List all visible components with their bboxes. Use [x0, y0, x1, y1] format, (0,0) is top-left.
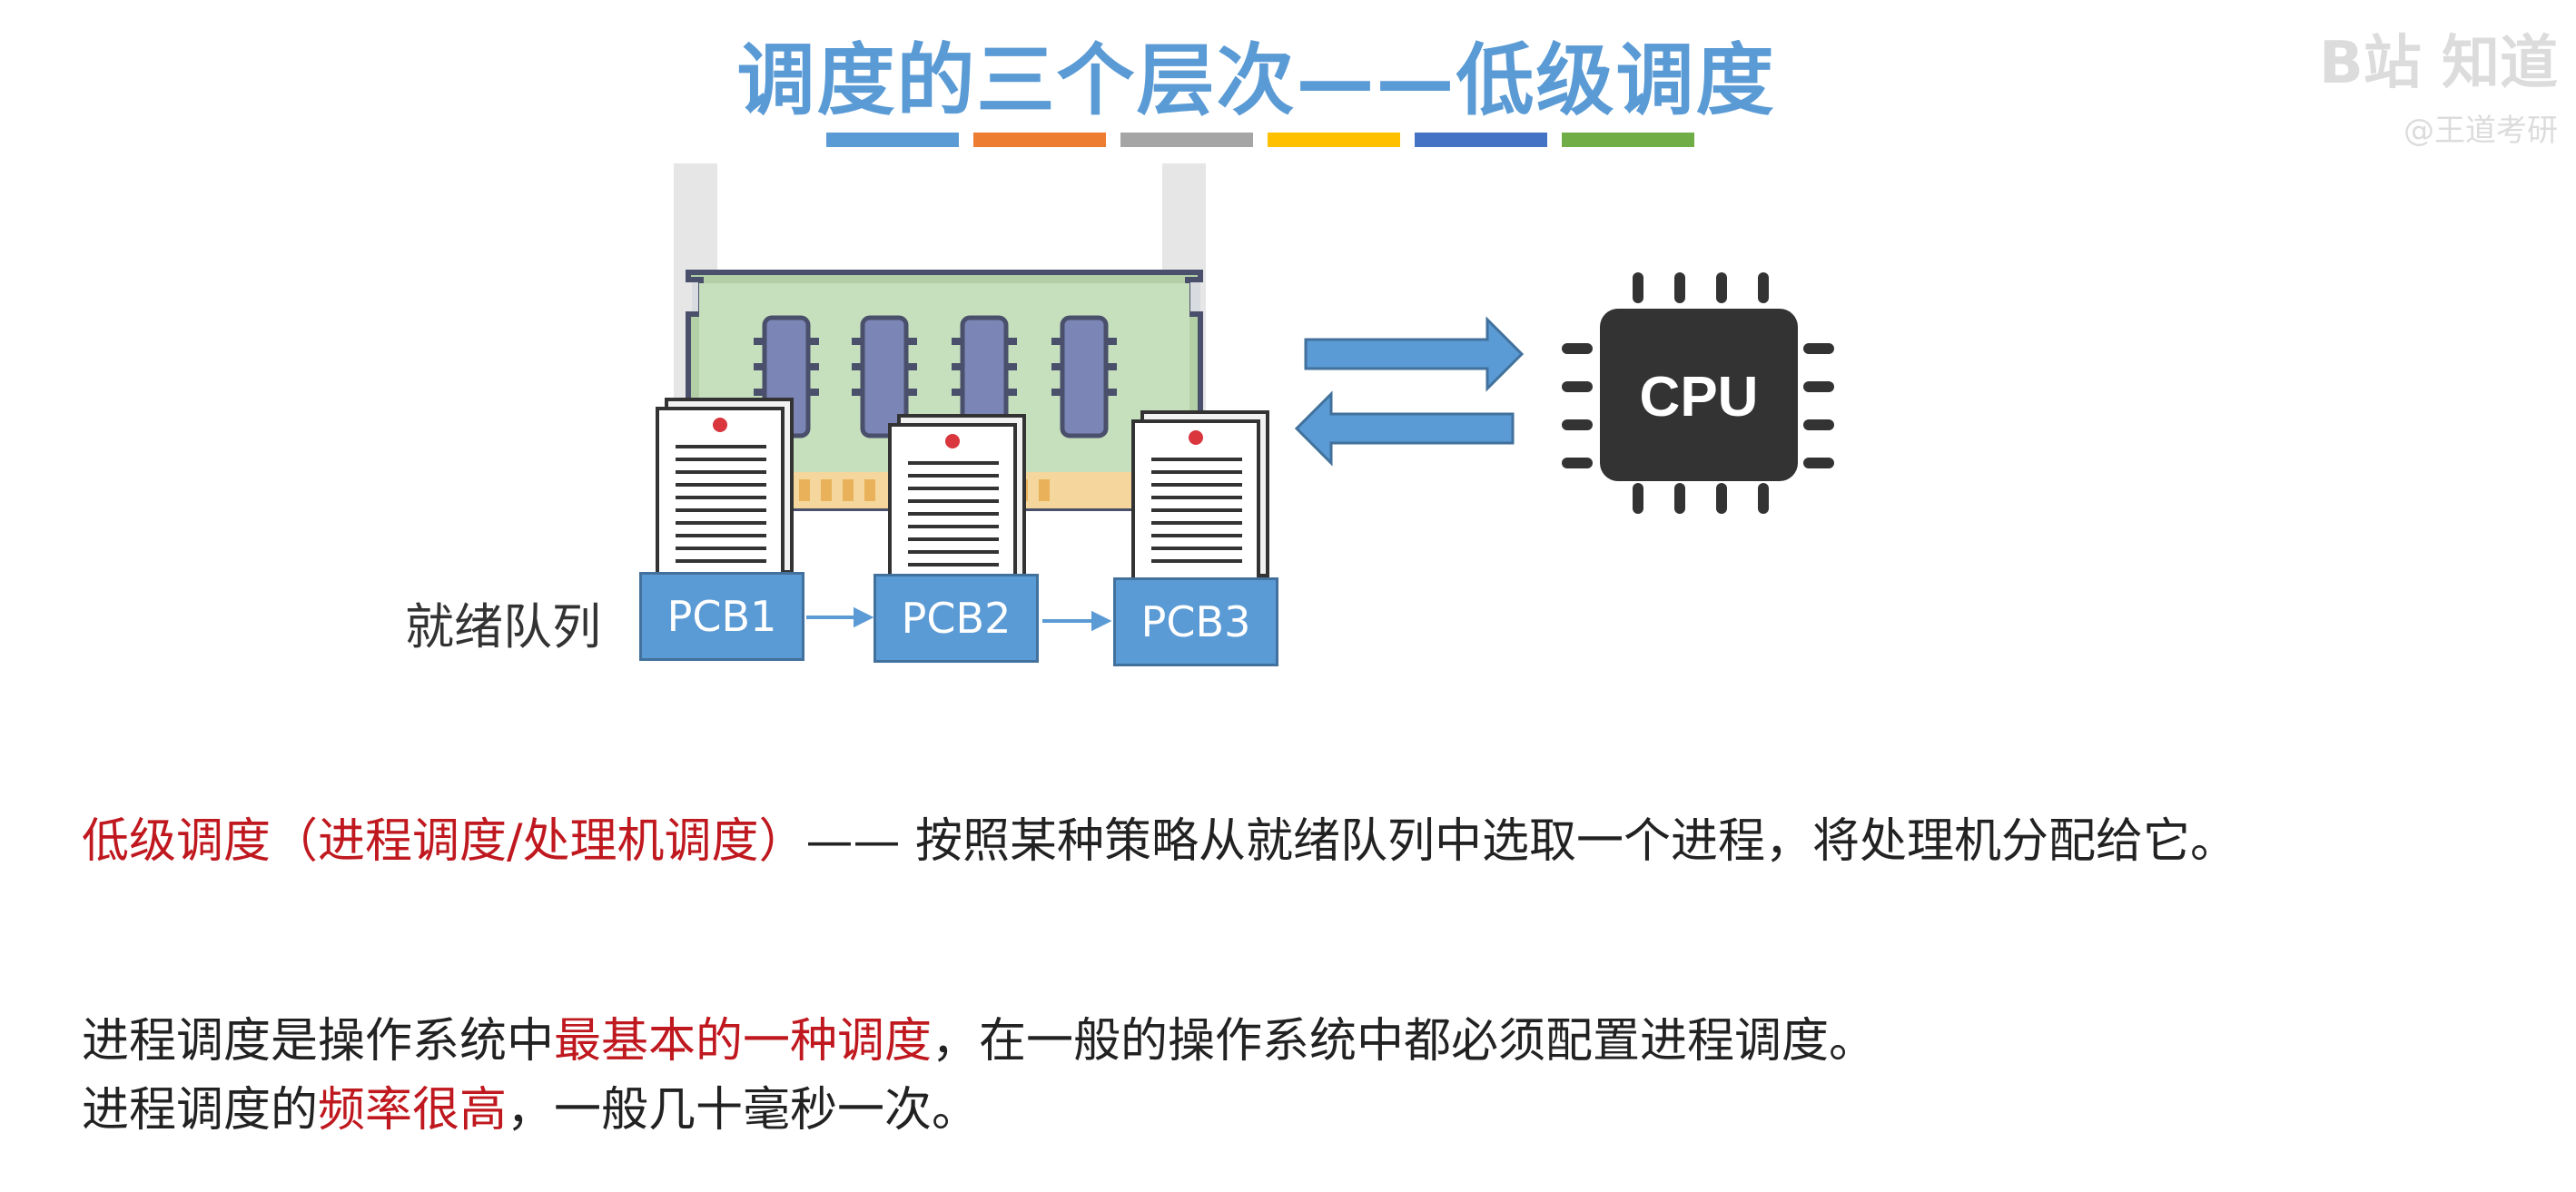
frequency-highlight: 频率很高: [318, 1083, 508, 1138]
title-bar-darkblue: [1415, 133, 1547, 147]
pcb-box-2: PCB2: [873, 574, 1039, 663]
title-bar-yellow: [1268, 133, 1400, 147]
page-title: 调度的三个层次——低级调度: [736, 35, 1776, 126]
importance-highlight: 最基本的一种调度: [554, 1014, 933, 1069]
importance-text-before: 进程调度是操作系统中: [82, 1014, 555, 1069]
queue-arrow: [1042, 610, 1112, 632]
watermark-line2: @王道考研: [2403, 113, 2558, 149]
frequency-paragraph: 进程调度的频率很高，一般几十毫秒一次。: [82, 1077, 979, 1144]
queue-arrow: [806, 606, 874, 628]
document-icon: [656, 398, 794, 583]
pcb-box-1: PCB1: [639, 572, 804, 661]
watermark: B站 知道 @王道考研: [2285, 16, 2558, 153]
definition-term: 低级调度（进程调度/处理机调度）: [82, 814, 806, 869]
frequency-text-after: ，一般几十毫秒一次。: [507, 1083, 980, 1138]
title-bar-blue: [826, 133, 959, 147]
arrow-left-icon: [1294, 390, 1515, 467]
importance-text-after: ，在一般的操作系统中都必须配置进程调度。: [932, 1014, 1877, 1069]
cpu-label: CPU: [1640, 366, 1759, 429]
document-icon: [1131, 410, 1269, 586]
document-icon: [888, 414, 1026, 590]
diagram-svg: CPU: [656, 163, 1834, 632]
arrow-right-icon: [1304, 316, 1525, 392]
frequency-text-before: 进程调度的: [82, 1083, 319, 1138]
title-bar-gray: [1120, 133, 1253, 147]
ready-queue-label: 就绪队列: [405, 598, 601, 655]
definition-paragraph: 低级调度（进程调度/处理机调度）—— 按照某种策略从就绪队列中选取一个进程，将处…: [82, 808, 2443, 875]
title-bar-green: [1562, 133, 1694, 147]
scheduling-diagram: CPU 就绪队列 PCB1 PCB2 PCB3: [405, 163, 1834, 666]
importance-paragraph: 进程调度是操作系统中最基本的一种调度，在一般的操作系统中都必须配置进程调度。: [82, 1008, 1876, 1075]
definition-text: —— 按照某种策略从就绪队列中选取一个进程，将处理机分配给它。: [805, 814, 2238, 869]
pcb-box-3: PCB3: [1113, 577, 1278, 666]
watermark-line1: B站 知道: [2318, 30, 2558, 97]
title-bar-orange: [973, 133, 1106, 147]
cpu-icon: [1562, 272, 1834, 514]
